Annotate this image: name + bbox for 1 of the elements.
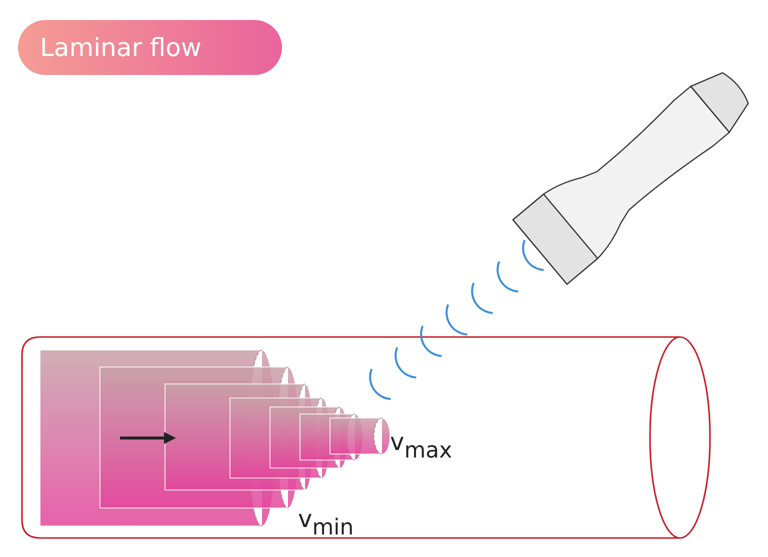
title-pill: Laminar flow bbox=[18, 20, 282, 75]
